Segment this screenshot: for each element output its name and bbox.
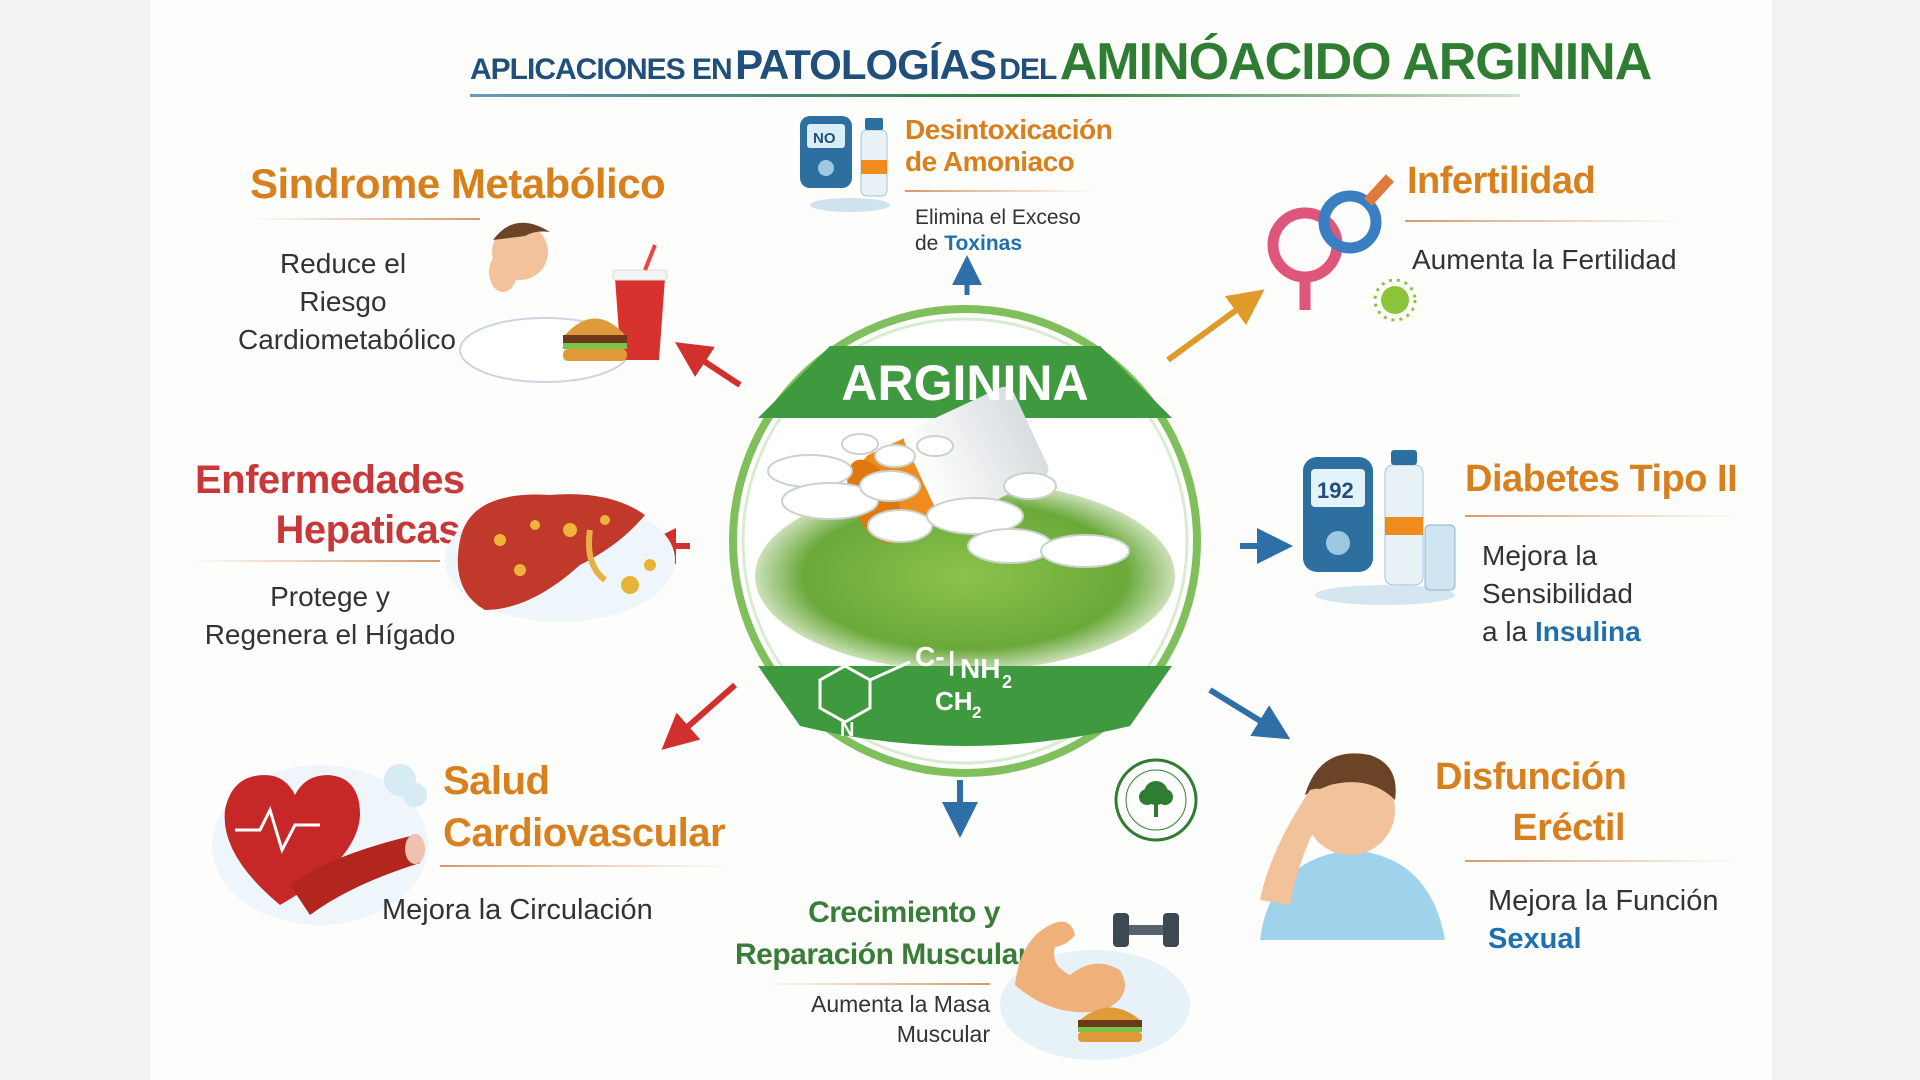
formula-group: C- — [915, 641, 945, 672]
liver-description: Protege y Regenera el Hígado — [204, 581, 456, 650]
metabolic-rule — [250, 218, 480, 220]
erectile-illustration — [1260, 753, 1445, 940]
center-label: ARGININA — [841, 355, 1088, 411]
infertility-illustration — [1267, 174, 1417, 322]
pyridine-ring-icon — [818, 660, 911, 724]
diabetes-title: Diabetes Tipo II — [1465, 458, 1738, 500]
liver-title: Enfermedades Hepaticas — [195, 458, 465, 552]
stressed-man-icon — [1260, 753, 1445, 940]
arginine-center-diagram: ARGININA N C- | NH 2 CH 2 — [729, 305, 1201, 777]
formula-bond: | — [948, 646, 955, 676]
detox-description: Elimina el Exceso de Toxinas — [915, 206, 1081, 256]
cardio-rule — [440, 865, 730, 867]
burger-icon — [563, 318, 627, 361]
glucose-meter-icon — [1303, 457, 1373, 572]
formula-amine: NH — [960, 653, 1000, 684]
la-senda-natural-logo — [1114, 758, 1198, 842]
diabetes-rule — [1465, 515, 1735, 517]
title-underline — [470, 94, 1520, 97]
erectile-description: Mejora la Función Sexual — [1488, 885, 1719, 955]
burger-icon — [1078, 1007, 1142, 1042]
cardio-description: Mejora la Circulación — [382, 894, 653, 926]
infertility-title: Infertilidad — [1407, 160, 1596, 202]
arrow-to-cardio — [661, 682, 737, 750]
center-label-banner — [758, 346, 1172, 418]
detox-title: Desintoxicación de Amoniaco — [905, 114, 1113, 178]
formula-chain-sub: 2 — [972, 703, 981, 722]
muscle-illustration — [1000, 913, 1190, 1060]
metabolic-illustration — [459, 222, 668, 383]
soda-cup-icon — [612, 244, 668, 360]
water-bottle-icon — [1384, 450, 1424, 586]
diabetes-description: Mejora la Sensibilidad a la Insulina — [1482, 540, 1641, 647]
meter-value: 192 — [1317, 478, 1354, 503]
tablets-icon — [767, 433, 1130, 568]
water-bottle-icon — [860, 118, 888, 197]
metabolic-description: Reduce el Riesgo Cardiometabólico — [238, 248, 456, 355]
liver-icon — [457, 494, 645, 610]
gender-symbols-icon — [1267, 174, 1395, 310]
erectile-title: Disfunción Eréctil — [1435, 756, 1627, 850]
detox-illustration: NO — [800, 116, 890, 212]
muscle-title: Crecimiento y Reparación Muscular — [735, 896, 1029, 971]
formula-banner — [758, 666, 1172, 746]
erectile-rule — [1465, 860, 1735, 862]
artery-icon — [290, 834, 425, 915]
liver-rule — [190, 560, 440, 562]
diabetes-illustration: 192 — [1303, 450, 1456, 605]
page-title: APLICACIONES EN PATOLOGÍAS DEL AMINÓACID… — [470, 33, 1652, 91]
detox-rule — [905, 190, 1095, 192]
infertility-description: Aumenta la Fertilidad — [1412, 244, 1677, 275]
glucose-meter-icon — [800, 116, 852, 188]
arrow-to-erectile — [1208, 687, 1291, 740]
arrow-to-infertility — [1166, 289, 1265, 363]
tree-logo-icon — [1139, 781, 1173, 817]
metabolic-title: Sindrome Metabólico — [250, 160, 666, 207]
muscle-rule — [760, 983, 990, 985]
arrow-to-metabolic — [674, 342, 742, 388]
cardio-title: Salud Cardiovascular — [443, 759, 726, 855]
cardio-illustration — [212, 764, 428, 925]
grass-patch — [755, 481, 1175, 671]
infertility-rule — [1405, 220, 1685, 222]
dumbbell-icon — [1113, 913, 1179, 947]
formula-amine-sub: 2 — [1002, 672, 1012, 692]
formula-chain: CH — [935, 686, 973, 716]
muscle-arm-icon — [1015, 921, 1125, 1013]
ring-atom-label: N — [840, 719, 854, 741]
svg-text:NO: NO — [813, 130, 836, 147]
liver-illustration — [445, 494, 675, 622]
muscle-description: Aumenta la Masa Muscular — [811, 991, 990, 1047]
virus-icon — [1373, 278, 1417, 322]
